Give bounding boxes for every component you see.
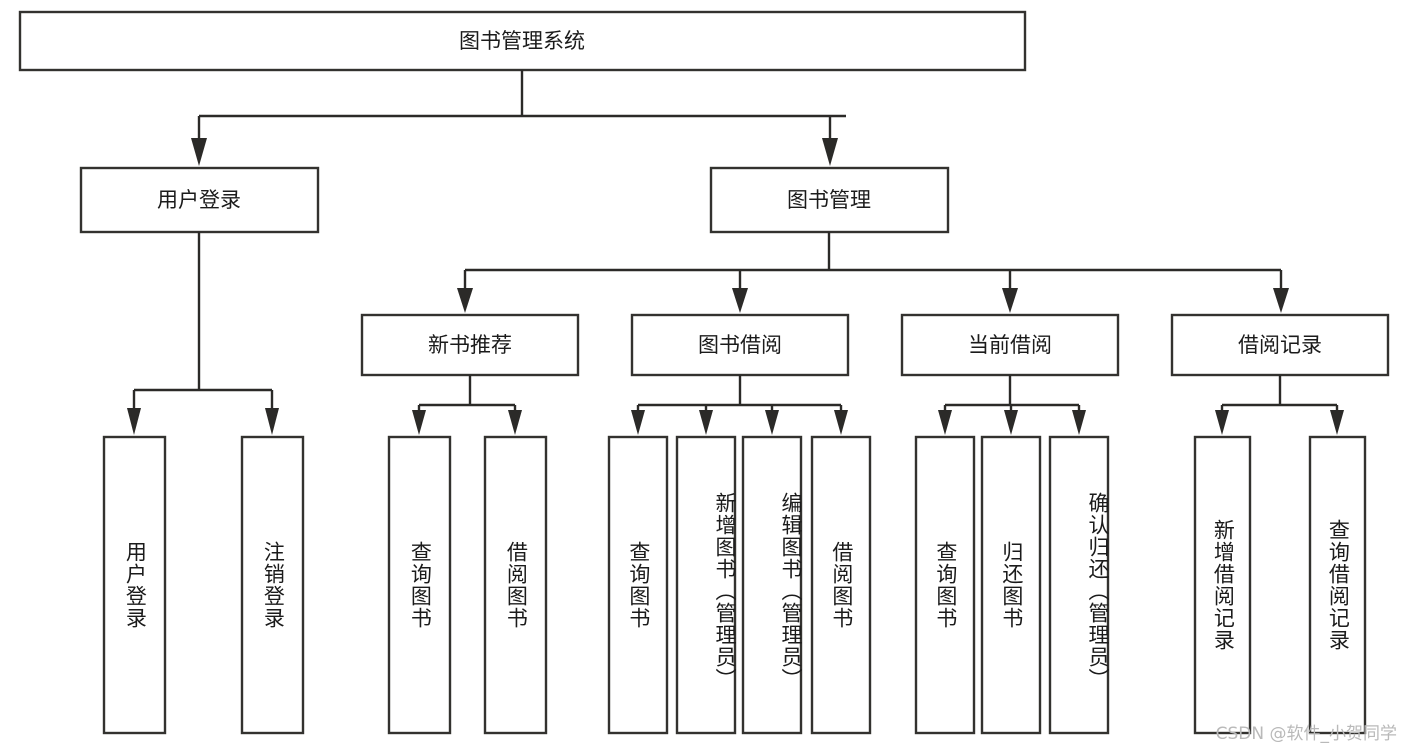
- node-new-book-recommend: 新书推荐: [360, 313, 580, 377]
- arrow-head-leaf-query-book-1: [412, 410, 426, 435]
- node-book-management: 图书管理: [709, 166, 950, 234]
- node-box-leaf-add-record: [1193, 435, 1252, 735]
- node-label-leaf-query-book-1: 查询图书: [408, 541, 433, 629]
- node-label-book-management: 图书管理: [787, 188, 871, 212]
- node-label-leaf-user-login: 用户登录: [123, 541, 148, 629]
- node-label-borrow-record: 借阅记录: [1238, 333, 1322, 357]
- arrow-head-leaf-borrow-book-1: [508, 410, 522, 435]
- node-label-leaf-query-book-2: 查询图书: [626, 541, 651, 629]
- arrow-head-book-borrow: [732, 288, 748, 313]
- arrow-head-current-borrow: [1002, 288, 1018, 313]
- arrow-head-new-book: [457, 288, 473, 313]
- node-box-leaf-edit-book: [741, 435, 803, 735]
- node-box-leaf-confirm-return: [1048, 435, 1110, 735]
- node-box-leaf-query-book-2: [607, 435, 669, 735]
- node-box-book-borrow: [630, 313, 850, 377]
- node-box-leaf-add-book: [675, 435, 737, 735]
- node-book-borrow: 图书借阅: [630, 313, 850, 377]
- node-label-leaf-confirm-return: 确认归还（管理员）: [1086, 492, 1110, 690]
- node-box-leaf-logout: [240, 435, 305, 735]
- arrow-head-leaf-user-login: [127, 408, 141, 435]
- node-box-leaf-borrow-book-1: [483, 435, 548, 735]
- node-borrow-record: 借阅记录: [1170, 313, 1390, 377]
- arrow-head-leaf-confirm-return: [1072, 410, 1086, 435]
- arrow-head-leaf-borrow-book-2: [834, 410, 848, 435]
- node-user-login: 用户登录: [79, 166, 320, 234]
- node-box-leaf-query-book-3: [914, 435, 976, 735]
- node-label-leaf-logout: 注销登录: [261, 541, 286, 629]
- arrow-head-leaf-add-book: [699, 410, 713, 435]
- connector-group-book-management-children: [457, 232, 1289, 313]
- arrow-head-leaf-query-book-2: [631, 410, 645, 435]
- node-box-new-book-recommend: [360, 313, 580, 377]
- node-label-leaf-query-record: 查询借阅记录: [1326, 519, 1351, 651]
- node-label-leaf-query-book-3: 查询图书: [933, 541, 958, 629]
- node-label-title: 图书管理系统: [459, 29, 585, 53]
- node-box-leaf-user-login: [102, 435, 167, 735]
- connector-group-current-borrow-children: [938, 375, 1086, 435]
- arrow-head-leaf-return-book: [1004, 410, 1018, 435]
- node-label-leaf-return-book: 归还图书: [999, 541, 1024, 629]
- connector-group-user-login-children: [127, 232, 279, 435]
- arrow-head-leaf-add-record: [1215, 410, 1229, 435]
- node-label-current-borrow: 当前借阅: [968, 333, 1052, 357]
- node-box-leaf-query-record: [1308, 435, 1367, 735]
- arrow-head-borrow-record: [1273, 288, 1289, 313]
- node-label-leaf-edit-book: 编辑图书（管理员）: [779, 492, 803, 690]
- arrow-head-user-login: [191, 138, 207, 166]
- node-book-management-system: 图书管理系统: [18, 10, 1027, 72]
- node-label-leaf-borrow-book-2: 借阅图书: [829, 541, 854, 629]
- node-label-book-borrow: 图书借阅: [698, 333, 782, 357]
- arrow-head-leaf-query-record: [1330, 410, 1344, 435]
- arrow-head-leaf-query-book-3: [938, 410, 952, 435]
- node-box-leaf-return-book: [980, 435, 1042, 735]
- node-box-leaf-borrow-book-2: [810, 435, 872, 735]
- node-box-leaf-query-book-1: [387, 435, 452, 735]
- node-box-title: [18, 10, 1027, 72]
- connector-group-level1: [191, 70, 846, 166]
- node-label-new-book-recommend: 新书推荐: [428, 333, 512, 357]
- node-label-leaf-add-record: 新增借阅记录: [1211, 519, 1236, 651]
- node-box-current-borrow: [900, 313, 1120, 377]
- arrow-head-leaf-edit-book: [765, 410, 779, 435]
- arrow-head-leaf-logout: [265, 408, 279, 435]
- connector-group-book-borrow-children: [631, 375, 848, 435]
- node-label-leaf-add-book: 新增图书（管理员）: [713, 492, 737, 690]
- csdn-watermark: CSDN @软件_小贺同学: [1215, 724, 1397, 744]
- connector-group-borrow-record-children: [1215, 375, 1344, 435]
- node-current-borrow: 当前借阅: [900, 313, 1120, 377]
- node-label-leaf-borrow-book-1: 借阅图书: [504, 541, 529, 629]
- arrow-head-book-manage: [822, 138, 838, 166]
- node-label-user-login: 用户登录: [157, 188, 241, 212]
- connector-group-new-book-children: [412, 375, 522, 435]
